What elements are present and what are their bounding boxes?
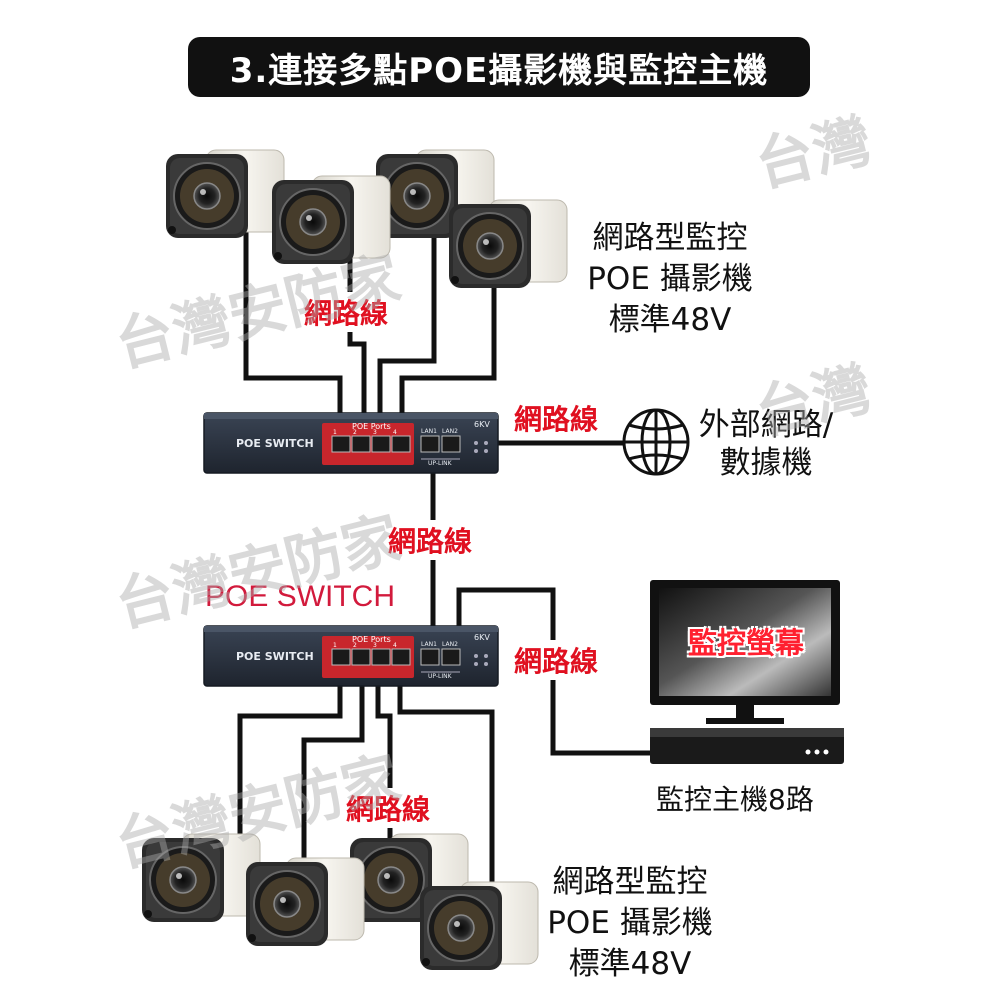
switch-ports-label: POE Ports <box>352 422 391 431</box>
camera-label-line3: 標準48V <box>568 946 692 982</box>
cable-cam-top-3 <box>377 225 437 415</box>
cable-label: 網路線 <box>344 788 433 828</box>
switch-lan2-label: LAN2 <box>442 428 458 435</box>
network-label-line2: 數據機 <box>719 445 813 481</box>
camera-label-bottom: 網路型監控 POE 攝影機 標準48V <box>520 862 740 985</box>
switch-lan2-label: LAN2 <box>442 641 458 648</box>
cable-cam-bottom-3 <box>375 677 393 843</box>
dvr-icon <box>650 728 844 764</box>
camera-icon <box>448 199 568 289</box>
cable-label: 網路線 <box>302 292 391 332</box>
camera-label-line1: 網路型監控 <box>552 864 708 900</box>
camera-label-line1: 網路型監控 <box>592 220 748 256</box>
switch-lan1-label: LAN1 <box>421 428 437 435</box>
switch-bottom-text: POE SWITCH POE Ports LAN1 LAN2 UP-LINK 6… <box>236 633 490 680</box>
cable-label: 網路線 <box>386 520 475 560</box>
cable-cam-top-4 <box>399 279 497 415</box>
camera-icon <box>245 857 365 947</box>
globe-icon <box>622 408 690 476</box>
monitor-label: 監控螢幕 <box>687 626 804 660</box>
page-title: 3.連接多點POE攝影機與監控主機 <box>188 37 810 97</box>
camera-icon <box>141 833 261 923</box>
camera-label-line3: 標準48V <box>608 302 732 338</box>
camera-label-top: 網路型監控 POE 攝影機 標準48V <box>560 218 780 341</box>
switch-port-number: 4 <box>393 429 397 436</box>
switch-top-text: POE SWITCH POE Ports LAN1 LAN2 UP-LINK 6… <box>236 420 490 467</box>
switch-ports-label: POE Ports <box>352 635 391 644</box>
switch-brand-text: POE SWITCH <box>236 650 314 663</box>
monitor-icon <box>650 580 840 724</box>
network-label: 外部網路/ 數據機 <box>686 406 846 482</box>
switch-port-number: 1 <box>333 642 337 649</box>
camera-label-line2: POE 攝影機 <box>587 261 753 297</box>
network-label-line1: 外部網路/ <box>698 407 834 443</box>
cable-cam-top-2 <box>347 249 367 415</box>
cable-cam-bottom-1 <box>237 677 343 839</box>
switch-badge: 6KV <box>474 633 490 642</box>
cable-switch2-to-dvr <box>456 587 653 756</box>
cable-cam-top-1 <box>243 207 343 415</box>
switch-lan1-label: LAN1 <box>421 641 437 648</box>
switch-port-number: 1 <box>333 429 337 436</box>
camera-icon <box>271 175 391 265</box>
cable-label: 網路線 <box>512 398 601 438</box>
dvr-label: 監控主機8路 <box>656 783 814 816</box>
switch-uplink-label: UP-LINK <box>428 460 453 467</box>
switch-port-number: 4 <box>393 642 397 649</box>
switch-port-number: 2 <box>353 642 357 649</box>
poe-switch-caption: POE SWITCH <box>205 580 396 613</box>
switch-uplink-label: UP-LINK <box>428 673 453 680</box>
camera-icon <box>165 149 285 239</box>
camera-label-line2: POE 攝影機 <box>547 905 713 941</box>
switch-port-number: 3 <box>373 642 377 649</box>
switch-brand-text: POE SWITCH <box>236 437 314 450</box>
switch-port-number: 2 <box>353 429 357 436</box>
cable-label: 網路線 <box>512 640 601 680</box>
cable-cam-bottom-4 <box>397 677 495 887</box>
cable-cam-bottom-2 <box>301 677 365 865</box>
switch-port-number: 3 <box>373 429 377 436</box>
switch-badge: 6KV <box>474 420 490 429</box>
